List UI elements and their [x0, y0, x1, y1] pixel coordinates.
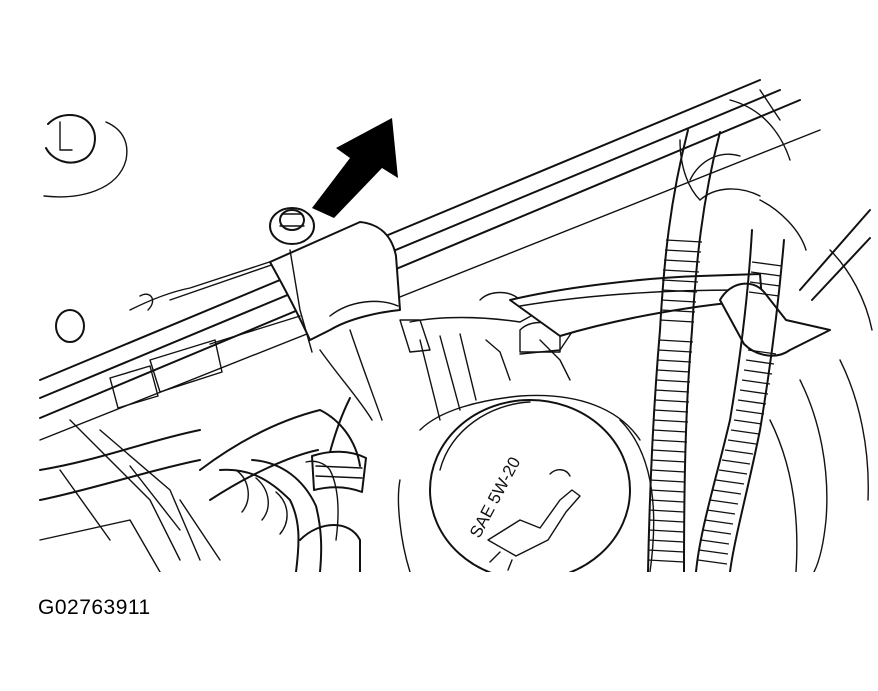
oil-can-icon [487, 469, 581, 571]
engine-illustration: SAE 5W-20 [39, 79, 873, 572]
grommet [55, 309, 85, 343]
lower-hose [219, 459, 361, 572]
pointer-arrow-icon [312, 118, 398, 218]
mounting-bracket [269, 221, 401, 421]
oil-filler-cap: SAE 5W-20 [397, 394, 655, 572]
upper-clip [43, 114, 128, 198]
right-housing [769, 249, 873, 572]
hose-fittings [39, 315, 361, 572]
figure-code: G02763911 [38, 596, 151, 619]
wire-harness [647, 89, 807, 572]
bracket-bolt [269, 207, 315, 245]
hose-clamp [311, 397, 367, 493]
cowl-rails [39, 79, 821, 441]
